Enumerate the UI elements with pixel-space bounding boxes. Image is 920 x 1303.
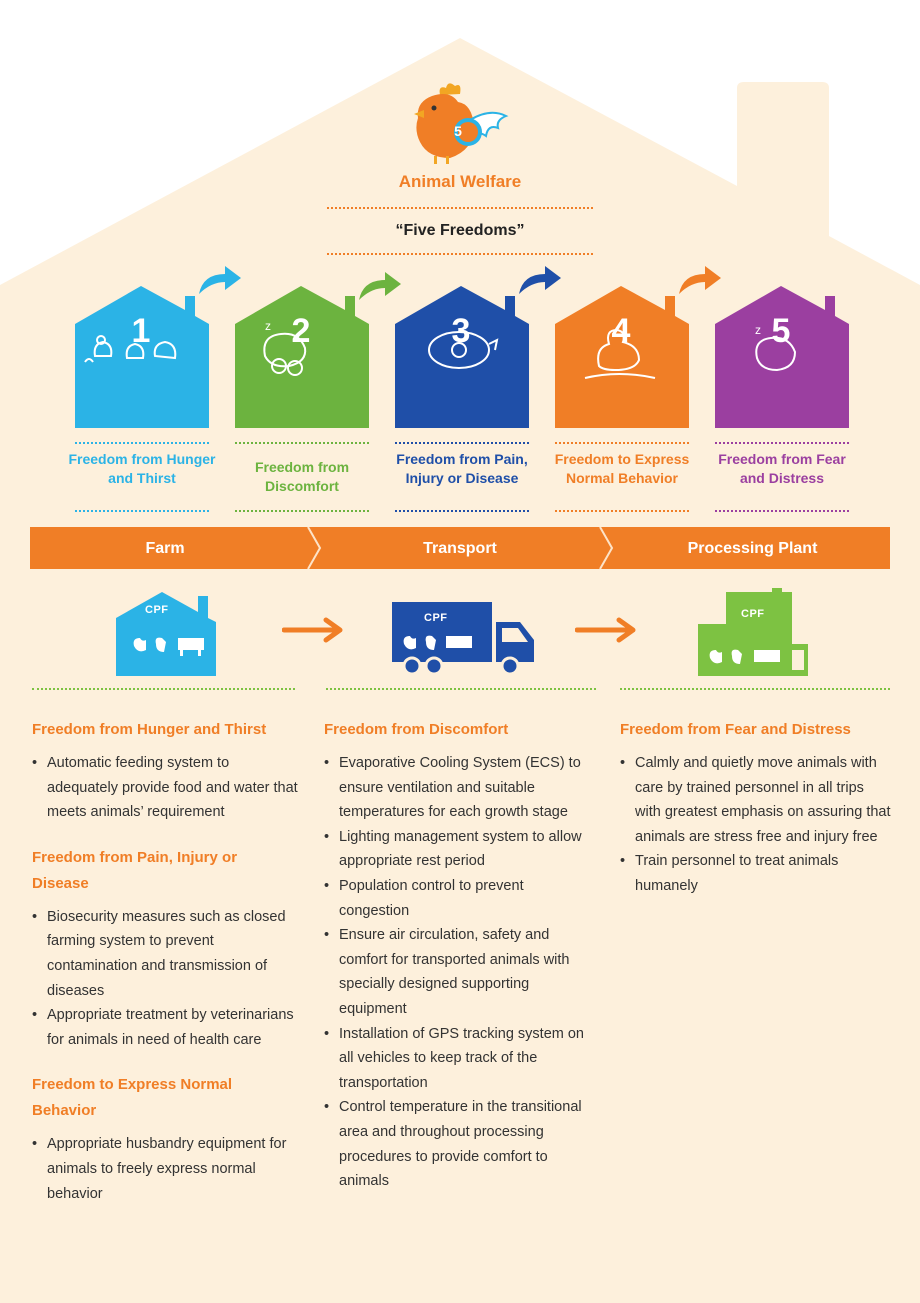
- divider: [235, 510, 369, 512]
- freedom-number: 5: [771, 312, 791, 350]
- bullet-item: Population control to prevent congestion: [324, 874, 596, 923]
- freedom-number: 2: [291, 312, 311, 350]
- duck-icon: [584, 328, 656, 379]
- bullet-item: Biosecurity measures such as closed farm…: [32, 905, 304, 1003]
- freedom-house-2: z: [235, 286, 369, 428]
- bullet-item: Automatic feeding system to adequately p…: [32, 751, 304, 825]
- section-title: Freedom from Discomfort: [324, 721, 509, 738]
- svg-text:z: z: [265, 319, 271, 333]
- divider: [75, 442, 209, 444]
- cpf-logo-text: CPF: [424, 612, 448, 624]
- bullet-item: Ensure air circulation, safety and comfo…: [324, 923, 596, 1021]
- bullet-item: Calmly and quietly move animals with car…: [620, 751, 892, 849]
- bullet-item: Evaporative Cooling System (ECS) to ensu…: [324, 751, 596, 825]
- processing-column: Freedom from Fear and DistressCalmly and…: [620, 717, 900, 899]
- farm-icon: [116, 592, 216, 676]
- divider: [715, 442, 849, 444]
- sleeping-hen-icon: z: [263, 319, 307, 376]
- freedom-house-1: [75, 286, 209, 428]
- freedom-house-3: [395, 286, 529, 428]
- divider: [555, 442, 689, 444]
- freedom-label: Freedom from Pain, Injury or Disease: [396, 451, 528, 486]
- chicks-feeding-icon: [84, 335, 177, 363]
- farm-column: Freedom from Hunger and ThirstAutomatic …: [32, 717, 307, 1206]
- page-title: Animal Welfare: [398, 172, 522, 191]
- freedom-label: Freedom from Discomfort: [254, 459, 350, 494]
- cpf-logo-text: CPF: [145, 604, 169, 616]
- bullet-item: Control temperature in the transitional …: [324, 1095, 596, 1193]
- piglet-icon: [428, 331, 499, 369]
- freedom-number: 3: [451, 312, 471, 350]
- divider: [75, 510, 209, 512]
- curved-arrow-icon: [359, 272, 401, 300]
- arrow-right-icon: [575, 617, 636, 643]
- section-title: Freedom from Fear and Distress: [620, 721, 851, 738]
- stage-transport: Transport: [423, 540, 497, 557]
- section-title: Freedom from Hunger and Thirst: [32, 721, 267, 738]
- freedom-label: Freedom from Fear and Distress: [718, 451, 846, 486]
- cpf-logo-text: CPF: [741, 608, 765, 620]
- divider: [395, 510, 529, 512]
- freedom-house-5: z: [715, 286, 849, 428]
- page-subtitle: “Five Freedoms”: [395, 222, 525, 239]
- freedom-label: Freedom from Hunger and Thirst: [68, 451, 216, 486]
- arrow-right-icon: [282, 617, 343, 643]
- freedom-label: Freedom to Express Normal Behavior: [554, 451, 690, 486]
- svg-text:z: z: [755, 323, 761, 337]
- bullet-item: Appropriate husbandry equipment for anim…: [32, 1132, 304, 1206]
- badge-number: 5: [454, 123, 462, 139]
- truck-icon: [392, 602, 534, 676]
- divider: [395, 442, 529, 444]
- divider: [327, 207, 593, 209]
- freedom-number: 1: [131, 312, 151, 350]
- transport-column: Freedom from DiscomfortEvaporative Cooli…: [324, 717, 599, 1194]
- bullet-item: Lighting management system to allow appr…: [324, 825, 596, 874]
- divider: [235, 442, 369, 444]
- processing-plant-icon: [698, 588, 808, 676]
- bullet-item: Train personnel to treat animals humanel…: [620, 849, 892, 898]
- stage-farm: Farm: [145, 540, 185, 557]
- divider: [620, 688, 890, 690]
- curved-arrow-icon: [519, 266, 561, 294]
- divider: [32, 688, 295, 690]
- divider: [715, 510, 849, 512]
- section-title: Freedom from Pain, Injury or Disease: [32, 848, 238, 892]
- resting-hen-icon: z: [755, 323, 797, 372]
- divider: [327, 253, 593, 255]
- freedom-house-4: [555, 286, 689, 428]
- bullet-item: Installation of GPS tracking system on a…: [324, 1022, 596, 1096]
- divider: [326, 688, 596, 690]
- stage-processing-plant: Processing Plant: [687, 540, 818, 557]
- section-title: Freedom to Express Normal Behavior: [32, 1076, 233, 1120]
- divider: [555, 510, 689, 512]
- hen-mascot-icon: [414, 83, 509, 164]
- stage-band: [30, 527, 890, 569]
- curved-arrow-icon: [199, 266, 241, 294]
- curved-arrow-icon: [679, 266, 721, 294]
- freedom-number: 4: [611, 312, 631, 350]
- bullet-item: Appropriate treatment by veterinarians f…: [32, 1003, 304, 1052]
